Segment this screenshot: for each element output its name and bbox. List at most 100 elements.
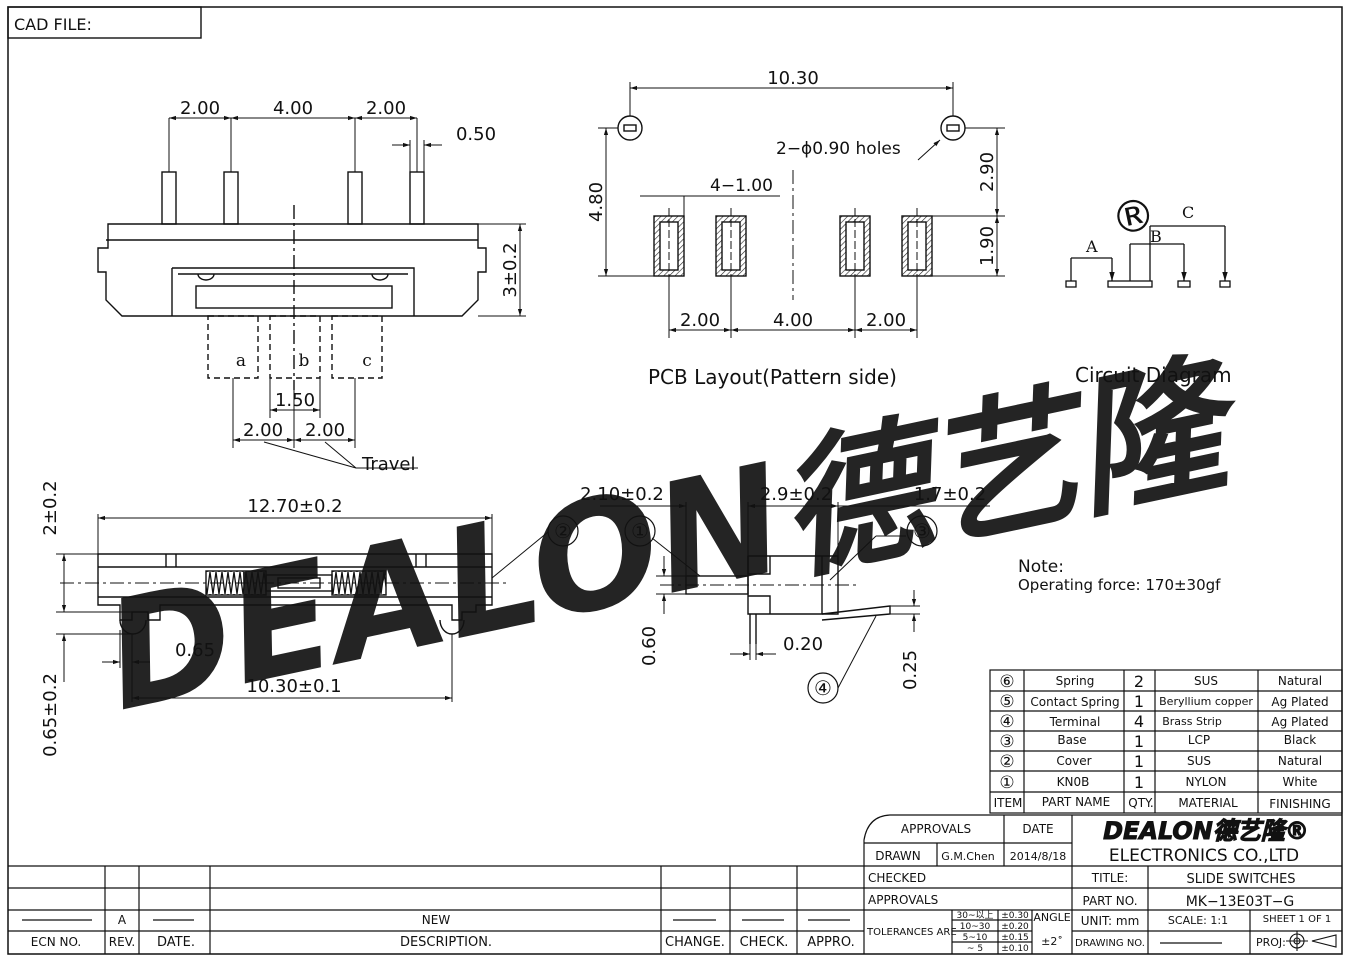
bom-finishing: Ag Plated (1271, 695, 1328, 709)
position-b: b (299, 351, 310, 371)
bom-item: ④ (999, 712, 1014, 732)
pcb-layout-view (598, 82, 1005, 338)
bom-material: LCP (1188, 733, 1210, 747)
circuit-title: Circuit Diagram (1075, 363, 1232, 387)
bom-material: Brass Strip (1162, 715, 1222, 728)
callout-4: ④ (814, 676, 832, 700)
drawing-title: SLIDE SWITCHES (1186, 872, 1295, 887)
bom-qty: 2 (1134, 672, 1144, 691)
revision-value: A (118, 913, 127, 927)
pin-pitch-right: 2.00 (366, 98, 406, 119)
bom-qty: 1 (1134, 773, 1144, 792)
revision-description-value: NEW (422, 913, 451, 927)
knob-width-dimension: 1.50 (275, 390, 315, 411)
drawn-label: DRAWN (875, 849, 921, 863)
header-change: CHANGE. (665, 935, 725, 950)
pin-pitch-center: 4.00 (273, 98, 313, 119)
pcb-pad-pitch-right: 2.00 (866, 310, 906, 331)
proj-label: PROJ: (1256, 936, 1286, 949)
pcb-pad-pitch-center: 4.00 (773, 310, 813, 331)
drawing-frame (7, 6, 1343, 955)
side-terminal-thickness: 0.25 (900, 650, 921, 690)
bottom-offset: 0.65 (175, 640, 215, 661)
header-rev: REV. (109, 935, 135, 949)
tolerance-range: 10~30 (960, 922, 991, 932)
bom-finishing: Natural (1278, 674, 1322, 688)
bom-header-part-name: PART NAME (1042, 795, 1110, 809)
date-heading: DATE (1022, 822, 1053, 836)
bom-header-finishing: FINISHING (1269, 797, 1330, 811)
drawn-date: 2014/8/18 (1010, 850, 1066, 863)
pcb-holes-label: 2−ϕ0.90 holes (776, 139, 901, 159)
angle-label: ANGLE (1033, 911, 1070, 924)
pin-pitch-left: 2.00 (180, 98, 220, 119)
bom-part-name: Base (1057, 733, 1086, 747)
bom-part-name: KN0B (1057, 775, 1090, 789)
note-heading: Note: (1018, 557, 1064, 577)
travel-right-dimension: 2.00 (305, 420, 345, 441)
pcb-height: 4.80 (586, 182, 607, 222)
bom-finishing: Black (1284, 733, 1317, 747)
cad-file-label: CAD FILE: (14, 15, 92, 34)
header-check: CHECK. (740, 935, 789, 950)
pcb-total-width: 10.30 (767, 68, 819, 89)
bom-part-name: Cover (1056, 754, 1091, 768)
side-knob-thickness: 0.60 (639, 626, 660, 666)
position-c: c (362, 351, 372, 371)
bom-qty: 4 (1134, 712, 1144, 731)
bom-table (989, 669, 1343, 814)
bottom-leg-height: 0.65±0.2 (40, 673, 61, 757)
position-a: a (236, 351, 246, 371)
bom-qty: 1 (1134, 752, 1144, 771)
approvals-row-label: APPROVALS (868, 893, 938, 907)
bom-header-qty: QTY. (1128, 796, 1154, 810)
bom-material: SUS (1194, 674, 1218, 688)
scale-label: SCALE: 1:1 (1168, 914, 1228, 927)
bom-finishing: White (1283, 775, 1318, 789)
bom-item: ① (999, 773, 1014, 793)
unit-label: UNIT: mm (1081, 914, 1140, 928)
title-block (863, 814, 1342, 954)
tolerance-value: ±0.30 (1001, 911, 1029, 921)
pcb-dim-upper: 2.90 (977, 152, 998, 192)
bom-part-name: Spring (1056, 674, 1095, 688)
bom-part-name: Terminal (1049, 715, 1101, 729)
pcb-pad-pitch-left: 2.00 (680, 310, 720, 331)
circuit-diagram (1065, 225, 1231, 288)
bottom-view (56, 514, 579, 702)
circuit-label-b: B (1150, 227, 1162, 246)
tolerance-range: 5~10 (963, 933, 988, 943)
bom-item: ⑤ (999, 692, 1014, 712)
note-text: Operating force: 170±30gf (1018, 576, 1221, 594)
bom-qty: 1 (1134, 732, 1144, 751)
drawn-by: G.M.Chen (941, 850, 994, 863)
travel-left-dimension: 2.00 (243, 420, 283, 441)
side-dim-3: 1.7±0.2 (914, 484, 986, 505)
pcb-pad-size: 4−1.00 (710, 176, 773, 196)
header-description: DESCRIPTION. (400, 935, 492, 950)
pcb-layout-title: PCB Layout(Pattern side) (648, 365, 897, 389)
callout-2: ② (554, 519, 572, 543)
tolerance-range: ~ 5 (967, 944, 983, 954)
header-ecn-no: ECN NO. (31, 935, 82, 949)
side-view (600, 502, 990, 704)
side-terminal-width: 0.20 (783, 634, 823, 655)
travel-label: Travel (361, 454, 416, 475)
sheet-label: SHEET 1 OF 1 (1263, 914, 1332, 925)
header-appro: APPRO. (807, 935, 854, 950)
header-date: DATE. (157, 935, 195, 950)
tolerances-label: TOLERANCES ARE (866, 927, 957, 938)
bom-material: Beryllium copper (1159, 695, 1253, 708)
company-name: ELECTRONICS CO.,LTD (1109, 846, 1299, 866)
circuit-label-c: C (1182, 203, 1194, 222)
side-dim-2: 2.9±0.2 (760, 484, 832, 505)
bom-header-item: ITEM (994, 796, 1023, 810)
part-no-label: PART NO. (1082, 894, 1137, 908)
bom-finishing: Natural (1278, 754, 1322, 768)
title-label: TITLE: (1091, 871, 1129, 885)
tolerance-value: ±0.20 (1001, 922, 1029, 932)
angle-value: ±2˚ (1041, 935, 1063, 948)
approvals-heading: APPROVALS (901, 822, 971, 836)
tolerance-range: 30~以上 (957, 910, 994, 921)
